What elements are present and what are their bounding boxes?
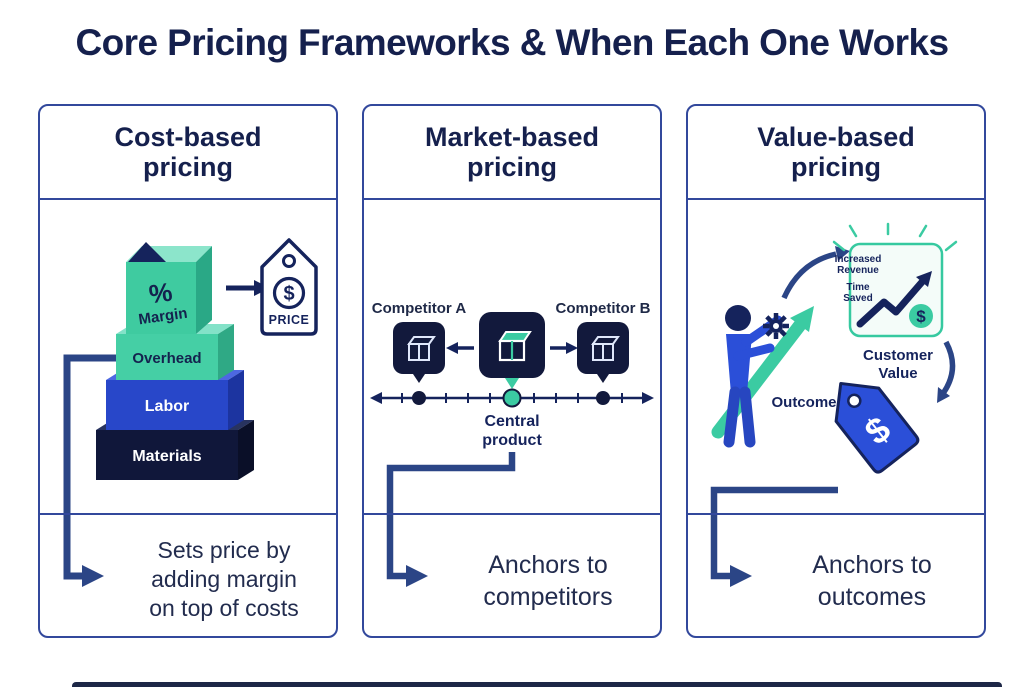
central-product-label-line1: Central	[484, 413, 539, 430]
flow-arrow-icon	[710, 486, 838, 587]
benefit-dollar-circle	[909, 304, 933, 328]
caption-line: Anchors to	[812, 551, 932, 579]
competitor-a-dot	[412, 391, 426, 405]
benefit-chart-icon	[856, 271, 932, 328]
gear-icon	[763, 313, 789, 339]
caption-line: Sets price by	[157, 537, 291, 563]
customer-value-label-line2: Value	[878, 365, 917, 382]
cost-stack-icon: Materials Labor Overhead	[96, 242, 254, 480]
column-title-line1: Cost-based	[114, 121, 262, 152]
customer-value-label-line1: Customer	[863, 347, 933, 364]
competitor-b-dot	[596, 391, 610, 405]
margin-box-icon: % Margin	[126, 242, 212, 334]
market-based-illustration: Competitor A Competitor B	[364, 300, 660, 587]
benefit-line: Time	[846, 282, 870, 293]
bottom-edge-bar	[72, 682, 1002, 687]
competitor-b-label: Competitor B	[556, 300, 651, 317]
price-tag-dollar: $	[283, 283, 294, 305]
column-cost-based-pricing: Cost-based pricing Materials	[38, 104, 338, 638]
central-product-icon	[479, 312, 545, 389]
benefit-line: Saved	[843, 293, 872, 304]
value-price-tag-icon: $	[834, 381, 920, 474]
curved-arrow-up-icon	[781, 246, 850, 300]
caption-line: on top of costs	[149, 594, 299, 621]
margin-label: Margin	[137, 305, 188, 329]
flow-arrow-icon	[63, 354, 128, 587]
value-based-illustration: Outcome Increased Revenue Time Saved	[688, 222, 984, 587]
central-product-label-line2: product	[482, 432, 542, 449]
labor-label: Labor	[145, 398, 189, 415]
column-value-based-pricing: Value-based pricing	[686, 104, 986, 638]
price-axis-line	[370, 388, 654, 408]
caption-line: outcomes	[817, 582, 927, 611]
column-market-based-pricing: Market-based pricing Competitor A Compet…	[362, 104, 662, 638]
price-tag-label: PRICE	[269, 313, 310, 327]
caption-market-based: Anchors to competitors	[446, 550, 650, 613]
central-product-dot	[502, 388, 522, 408]
column-title-line2: pricing	[466, 152, 557, 182]
benefit-dollar: $	[916, 307, 926, 326]
caption-line: Anchors to	[488, 551, 608, 579]
page-title: Core Pricing Frameworks & When Each One …	[75, 22, 949, 63]
arrow-right-icon	[550, 342, 578, 354]
column-title-line2: pricing	[790, 152, 881, 182]
benefit-line: Increased	[835, 254, 882, 265]
column-title-line1: Market-based	[424, 121, 600, 152]
price-tag-icon: $ PRICE	[260, 238, 318, 336]
column-title-line1: Value-based	[757, 121, 915, 152]
column-title-market-based: Market-based pricing	[364, 106, 660, 200]
curved-arrow-down-icon	[937, 340, 956, 403]
column-title-value-based: Value-based pricing	[688, 106, 984, 200]
competitor-a-label: Competitor A	[372, 300, 467, 317]
competitor-b-icon	[577, 322, 629, 383]
column-title-line2: pricing	[142, 152, 233, 182]
caption-line: competitors	[483, 582, 613, 611]
competitor-a-icon	[393, 322, 445, 383]
benefit-line: Revenue	[837, 265, 879, 276]
overhead-label: Overhead	[132, 350, 201, 367]
caption-line: adding margin	[151, 565, 297, 592]
flow-arrow-icon	[386, 452, 516, 587]
outcome-label: Outcome	[771, 394, 836, 411]
caption-cost-based: Sets price by adding margin on top of co…	[122, 536, 326, 623]
benefit-card: Increased Revenue Time Saved $	[832, 222, 958, 338]
caption-value-based: Anchors to outcomes	[770, 550, 974, 613]
cost-based-illustration: Materials Labor Overhead	[40, 238, 336, 587]
margin-percent-label: %	[147, 277, 174, 310]
arrow-left-icon	[446, 342, 474, 354]
person-icon	[723, 305, 783, 448]
materials-label: Materials	[132, 448, 201, 465]
pricing-columns: Cost-based pricing Materials	[38, 104, 986, 638]
column-title-cost-based: Cost-based pricing	[40, 106, 336, 200]
